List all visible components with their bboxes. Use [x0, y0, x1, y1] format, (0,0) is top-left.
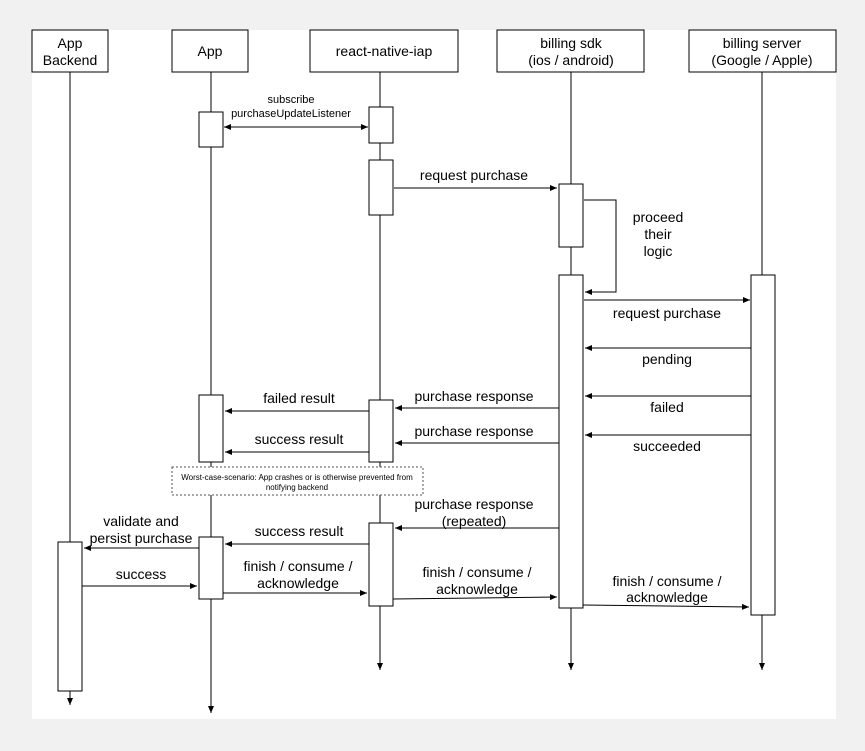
activation-bars — [57, 106, 776, 692]
label-request-purchase-1: request purchase — [420, 167, 528, 183]
arrow-finish-sdk-server — [582, 603, 750, 610]
arrow-finish-rniap-sdk — [392, 594, 558, 601]
participant-sdk: billing sdk (ios / android) — [496, 29, 645, 73]
label-proceed-line3: logic — [644, 243, 673, 259]
arrow-proceed-logic — [584, 199, 617, 295]
label-subscribe-line1: subscribe — [267, 94, 314, 106]
participant-server: billing server (Google / Apple) — [688, 29, 837, 73]
label-subscribe-line2: purchaseUpdateListener — [231, 108, 351, 120]
participant-app-label: App — [198, 43, 223, 59]
activation-bar-sdk-2 — [558, 274, 584, 609]
participant-app: App — [171, 29, 249, 73]
participant-headers: App Backend App react-native-iap billing… — [31, 29, 837, 73]
label-proceed-line1: proceed — [633, 209, 684, 225]
worst-case-note: Worst-case-scenario: App crashes or is o… — [171, 466, 424, 496]
label-finish-app-rniap-line1: finish / consume / — [244, 558, 353, 574]
label-finish-sdk-server-line1: finish / consume / — [613, 573, 722, 589]
participant-server-label-line2: (Google / Apple) — [711, 52, 812, 68]
participant-rniap-label: react-native-iap — [336, 43, 433, 59]
activation-bar-server — [750, 274, 776, 616]
activation-bar-rniap-1 — [368, 106, 394, 144]
worst-case-note-line1: Worst-case-scenario: App crashes or is o… — [181, 473, 413, 482]
label-success-result-2: success result — [255, 523, 344, 539]
participant-server-label-line1: billing server — [723, 35, 802, 51]
label-finish-rniap-sdk-line1: finish / consume / — [423, 564, 532, 580]
label-failed-result: failed result — [263, 390, 335, 406]
label-purchase-response-2: purchase response — [414, 423, 533, 439]
activation-bar-rniap-3 — [368, 399, 394, 463]
participant-backend-label-line1: App — [58, 35, 83, 51]
activation-bar-rniap-2 — [368, 159, 394, 216]
participant-backend: App Backend — [31, 29, 109, 73]
label-validate-line1: validate and — [103, 513, 179, 529]
label-succeeded: succeeded — [633, 438, 701, 454]
label-finish-sdk-server-line2: acknowledge — [626, 589, 708, 605]
label-validate-line2: persist purchase — [90, 530, 193, 546]
label-purchase-response-repeated-line1: purchase response — [414, 496, 533, 512]
message-arrows — [82, 124, 751, 610]
label-finish-rniap-sdk-line2: acknowledge — [436, 581, 518, 597]
message-labels: subscribe purchaseUpdateListener request… — [90, 94, 722, 605]
label-finish-app-rniap-line2: acknowledge — [257, 575, 339, 591]
activation-bar-app-1 — [198, 111, 224, 148]
participant-rniap: react-native-iap — [309, 29, 459, 73]
label-purchase-response-1: purchase response — [414, 388, 533, 404]
activation-bar-rniap-4 — [368, 522, 394, 607]
worst-case-note-line2: notifying backend — [266, 483, 328, 492]
label-pending: pending — [642, 351, 692, 367]
diagram-canvas-background — [32, 30, 836, 719]
activation-bar-app-3 — [198, 536, 224, 600]
label-success-result-1: success result — [255, 431, 344, 447]
activation-bar-sdk-1 — [558, 183, 584, 248]
participant-backend-label-line2: Backend — [43, 52, 97, 68]
participant-sdk-label-line2: (ios / android) — [528, 52, 614, 68]
label-success: success — [116, 566, 167, 582]
label-proceed-line2: their — [644, 226, 672, 242]
label-purchase-response-repeated-line2: (repeated) — [442, 513, 507, 529]
label-failed: failed — [650, 399, 683, 415]
activation-bar-app-2 — [198, 394, 224, 463]
label-request-purchase-2: request purchase — [613, 305, 721, 321]
participant-sdk-label-line1: billing sdk — [540, 35, 602, 51]
activation-bar-backend — [57, 541, 83, 692]
